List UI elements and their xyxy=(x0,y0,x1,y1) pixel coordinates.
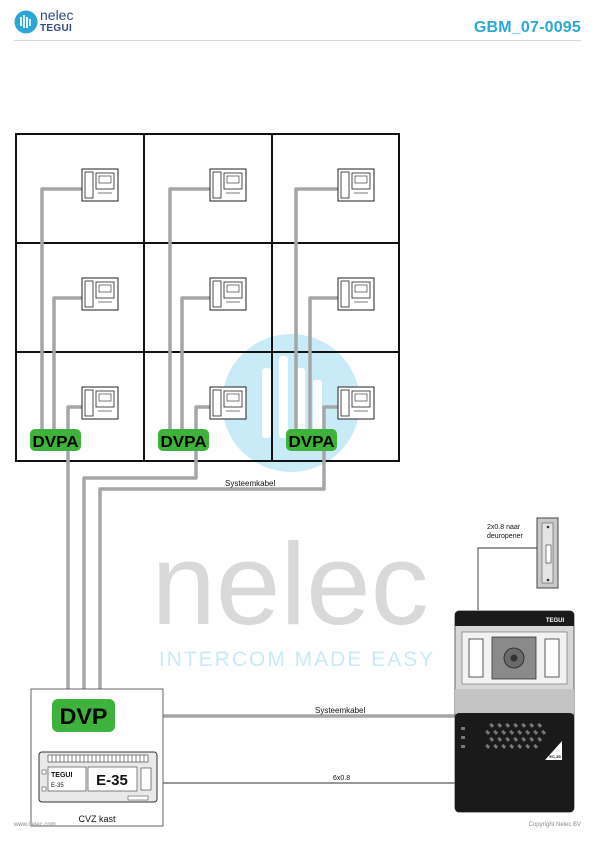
door-opener-label-2: deuropener xyxy=(487,533,523,540)
dvpa-module-3: DVPA xyxy=(286,429,337,451)
monitor-icon xyxy=(337,168,375,202)
dvpa-label: DVPA xyxy=(161,434,207,451)
panel-model: EC-35 xyxy=(549,754,561,759)
panel-brand: TEGUI xyxy=(546,618,565,624)
monitor-icon xyxy=(337,386,375,420)
logo-mark-icon xyxy=(14,10,38,34)
monitor-icon xyxy=(209,386,247,420)
cabinet-label: CVZ kast xyxy=(78,814,116,824)
riser-cables xyxy=(40,187,338,430)
footer-url: www.nelec.com xyxy=(14,822,56,828)
dvp-label: DVP xyxy=(60,704,108,729)
systeemkabel-top-label: Systeemkabel xyxy=(225,479,275,488)
e35-big-label: E-35 xyxy=(96,772,128,789)
dvpa-label: DVPA xyxy=(289,434,335,451)
watermark-word: nelec xyxy=(151,519,428,649)
dvpa-label: DVPA xyxy=(33,434,79,451)
speaker-grille xyxy=(485,722,547,749)
dvpa-module-2: DVPA xyxy=(158,429,209,451)
monitor-icon xyxy=(337,277,375,311)
header-rule xyxy=(14,40,581,41)
trunk-cables xyxy=(66,450,455,718)
dvp-module: DVP xyxy=(52,699,115,732)
dvpa-module-1: DVPA xyxy=(30,429,81,451)
door-opener-label-1: 2x0.8 naar xyxy=(487,524,521,531)
thin-wires xyxy=(152,547,537,784)
watermark: nelec INTERCOM MADE EASY xyxy=(151,334,435,671)
brand-subname: TEGUI xyxy=(40,23,73,34)
monitor-icon xyxy=(81,168,119,202)
monitor-row-1 xyxy=(81,168,375,202)
outdoor-panel: TEGUI xyxy=(454,610,575,813)
document-code: GBM_07-0095 xyxy=(473,19,581,36)
watermark-tagline: INTERCOM MADE EASY xyxy=(159,648,435,671)
monitor-icon xyxy=(81,386,119,420)
nelec-logo xyxy=(14,8,94,40)
apartment-grid xyxy=(15,133,400,462)
e35-power-supply: TEGUI E-35 E-35 xyxy=(38,751,158,803)
footer-copyright: Copyright Nelec BV xyxy=(528,822,581,828)
monitor-icon xyxy=(209,168,247,202)
monitor-row-2 xyxy=(81,277,375,311)
systeemkabel-bottom-label: Systeemkabel xyxy=(315,706,365,715)
monitor-icon xyxy=(81,277,119,311)
monitor-icon xyxy=(209,277,247,311)
brand-name: nelec xyxy=(40,7,74,23)
door-strike-icon xyxy=(536,517,559,589)
cable-6x-label: 6x0.8 xyxy=(333,775,350,782)
e35-brand: TEGUI xyxy=(51,772,72,779)
e35-small-label: E-35 xyxy=(51,783,64,789)
